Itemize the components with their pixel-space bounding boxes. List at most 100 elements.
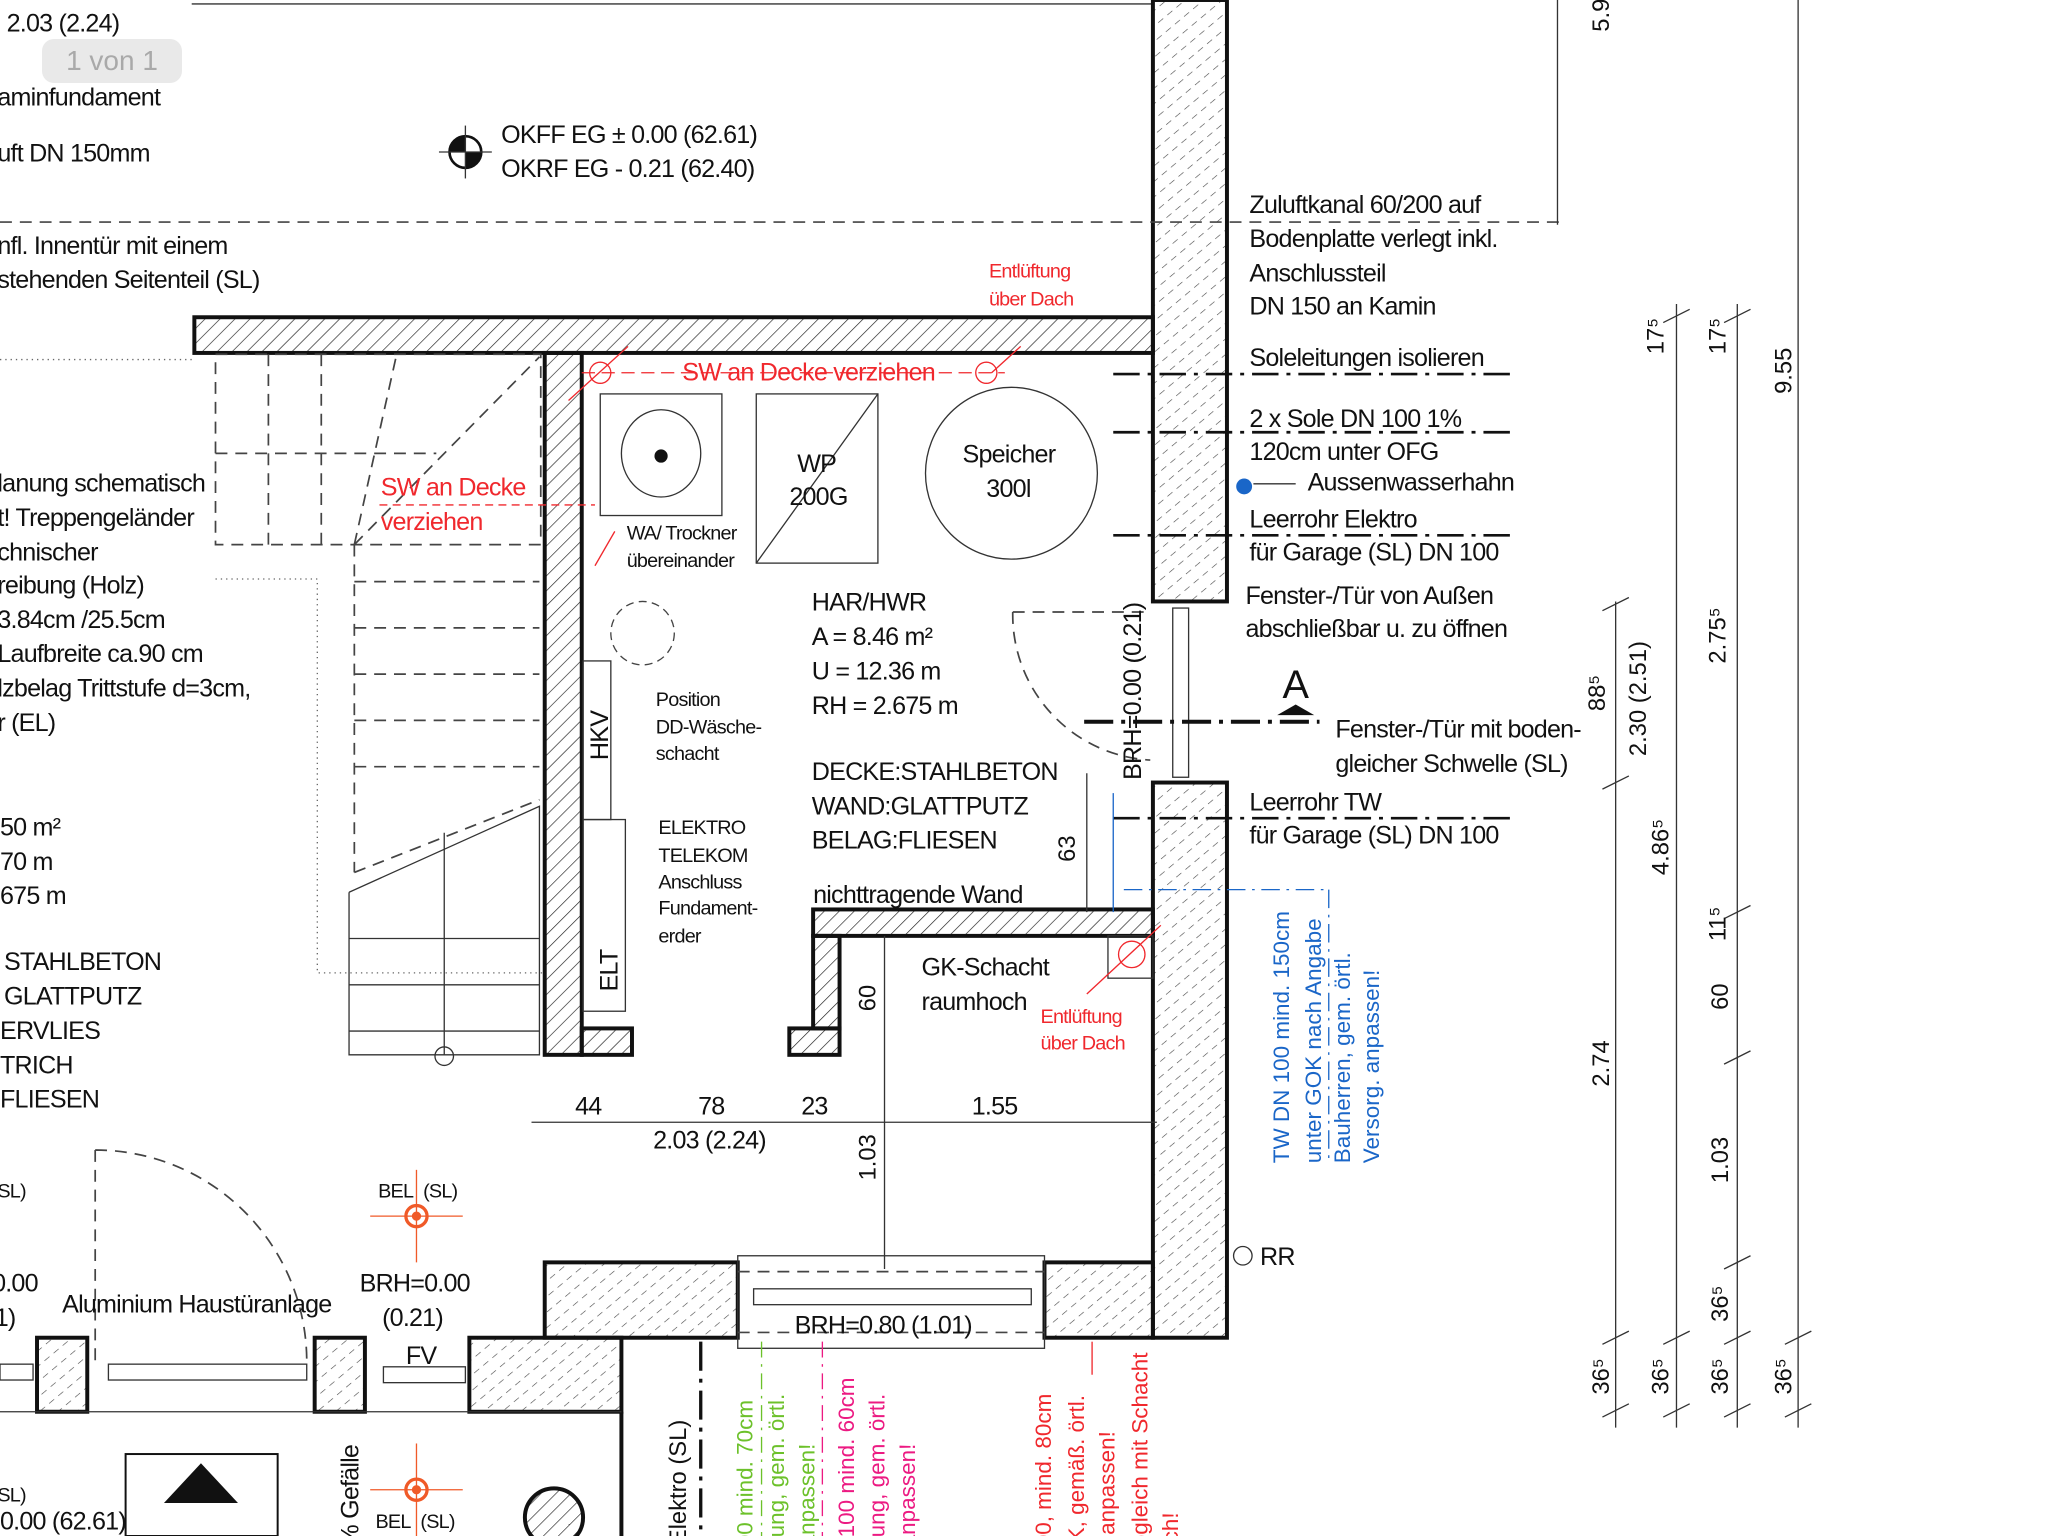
window-brh: (0.21) [382,1304,443,1332]
heat-pump-label: 200G [789,483,847,511]
stair-note: 3.84cm /25.5cm [0,606,165,634]
vent-note: über Dach [1041,1033,1125,1055]
kaminfundament-label: aminfundament [0,84,161,112]
sw-note: SW an Decke [381,474,526,502]
page-indicator: 1 von 1 [42,39,182,83]
innentuer-note: nfl. Innentür mit einem [0,232,228,260]
sole-note: Soleleitungen isolieren [1249,344,1483,372]
dimension: 17⁵ [1642,318,1669,354]
left-brh: 0.00 [0,1269,38,1297]
magenta-note: . anpassen! [895,1444,920,1536]
dimension-lines [531,0,1812,1428]
red-note: rlich! [1158,1512,1183,1536]
dimension: 1.55 [972,1092,1018,1120]
rr-label: RR [1260,1243,1295,1271]
left-level: 0.00 (62.61) [0,1507,126,1535]
threshold-note: gleicher Schwelle (SL) [1335,750,1567,778]
vent-note: über Dach [989,288,1073,310]
tw-note: TW DN 100 mind. 150cm [1269,911,1294,1163]
left-material: ERVLIES [0,1017,100,1045]
green-note: 100 mind. 70cm [732,1400,757,1536]
conduit-note: Leerrohr TW [1249,788,1382,816]
window-note: Fenster-/Tür von Außen [1245,582,1493,610]
material-floor: BELAG:FLIESEN [812,827,997,855]
dimension: 60 [1707,983,1734,1009]
stair-note: reibung (Holz) [0,572,144,600]
top-dimension: 2.03 (2.24) [7,10,120,38]
fv-label: FV [406,1342,438,1370]
storage-label: Speicher [963,441,1056,469]
stair-note: chnischer [0,538,98,566]
stair-note: t! Treppengeländer [0,504,194,532]
dimension: 88⁵ [1584,675,1611,711]
shaft-note: Position [656,689,720,711]
sw-note: SW an Decke verziehen [682,359,935,387]
hkv-label: HKV [586,710,614,760]
left-material: FLIESEN [0,1086,99,1114]
equipment [0,125,1561,1536]
left-room-info: 50 m² [0,813,61,841]
dimension: 44 [575,1092,602,1120]
red-note: OK, gemäß. örtl. [1064,1395,1089,1536]
room-name: HAR/HWR [812,589,926,617]
window-note: abschließbar u. zu öffnen [1245,615,1507,643]
room-area: A = 8.46 m² [812,623,933,651]
threshold-note: Fenster-/Tür mit boden- [1335,716,1581,744]
dimension: 1.03 [854,1134,881,1180]
dimension: 4.86⁵ [1648,819,1675,875]
stair-note: r (EL) [0,709,55,737]
window-brh: BRH=0.00 [360,1269,470,1297]
section-marker: A [1282,663,1309,707]
red-note: abgleich mit Schacht [1128,1352,1153,1536]
dimension: 36⁵ [1648,1358,1675,1394]
red-note: 100, mind. 80cm [1031,1394,1056,1536]
conduit-note: für Garage (SL) DN 100 [1249,821,1498,849]
shaft-note: schacht [656,743,720,765]
dimension: 36⁵ [1707,1358,1734,1394]
material-wall: WAND:GLATTPUTZ [812,792,1029,820]
room-height: RH = 2.675 m [812,692,958,720]
zuluft-label: uft DN 150mm [0,139,150,167]
gk-shaft-label: GK-Schacht [922,954,1050,982]
dimension: 2.74 [1588,1040,1615,1086]
dimension: 78 [698,1092,724,1120]
left-brh: 1) [0,1304,15,1332]
left-material: STAHLBETON [4,948,161,976]
zuluft-note: DN 150 an Kamin [1249,293,1435,321]
outlet-label: (SL) [420,1511,454,1533]
dimension: 23 [801,1092,827,1120]
left-material: TRICH [0,1051,73,1079]
zuluft-note: Anschlussteil [1249,260,1385,288]
dimension: 60 [854,985,881,1011]
staircase [0,353,543,1067]
left-material: GLATTPUTZ [4,983,142,1011]
conduit-note: Leerrohr Elektro [1249,505,1416,533]
stair-note: lzbelag Trittstufe d=3cm, [0,675,250,703]
tw-note: unter GOK nach Angabe [1301,918,1326,1163]
left-outlet-label: SL) [0,1181,26,1203]
zuluft-note: Zuluftkanal 60/200 auf [1249,191,1482,219]
washer-label: WA/ Trockner [627,522,738,544]
dimension: 17⁵ [1704,318,1731,354]
elektro-note: erder [658,925,702,947]
innentuer-note: stehenden Seitenteil (SL) [0,266,260,294]
elektro-note: Fundament- [658,898,757,920]
slope-label: 2% Gefälle [336,1445,364,1536]
room-perimeter: U = 12.36 m [812,657,941,685]
elt-label: ELT [595,949,623,991]
annotations: 2.03 (2.24) aminfundament uft DN 150mm n… [0,0,1798,1536]
outlet-label: BEL [375,1511,411,1533]
walls [0,0,1229,1536]
dimension: 5.9 [1588,0,1615,32]
left-room-info: 70 m [0,848,53,876]
gk-shaft-label: raumhoch [922,988,1027,1016]
dimension: 2.03 (2.24) [653,1127,766,1155]
sole-note: 2 x Sole DN 100 1% [1249,405,1461,433]
wall-note: nichttragende Wand [813,881,1023,909]
front-door-label: Aluminium Haustüranlage [62,1291,331,1319]
elektro-conduit-note: r Elektro (SL) [665,1420,692,1536]
red-note: g. anpassen! [1095,1431,1120,1536]
elektro-note: ELEKTRO [658,817,745,839]
magenta-note: ckung, gem. örtl. [865,1394,890,1536]
